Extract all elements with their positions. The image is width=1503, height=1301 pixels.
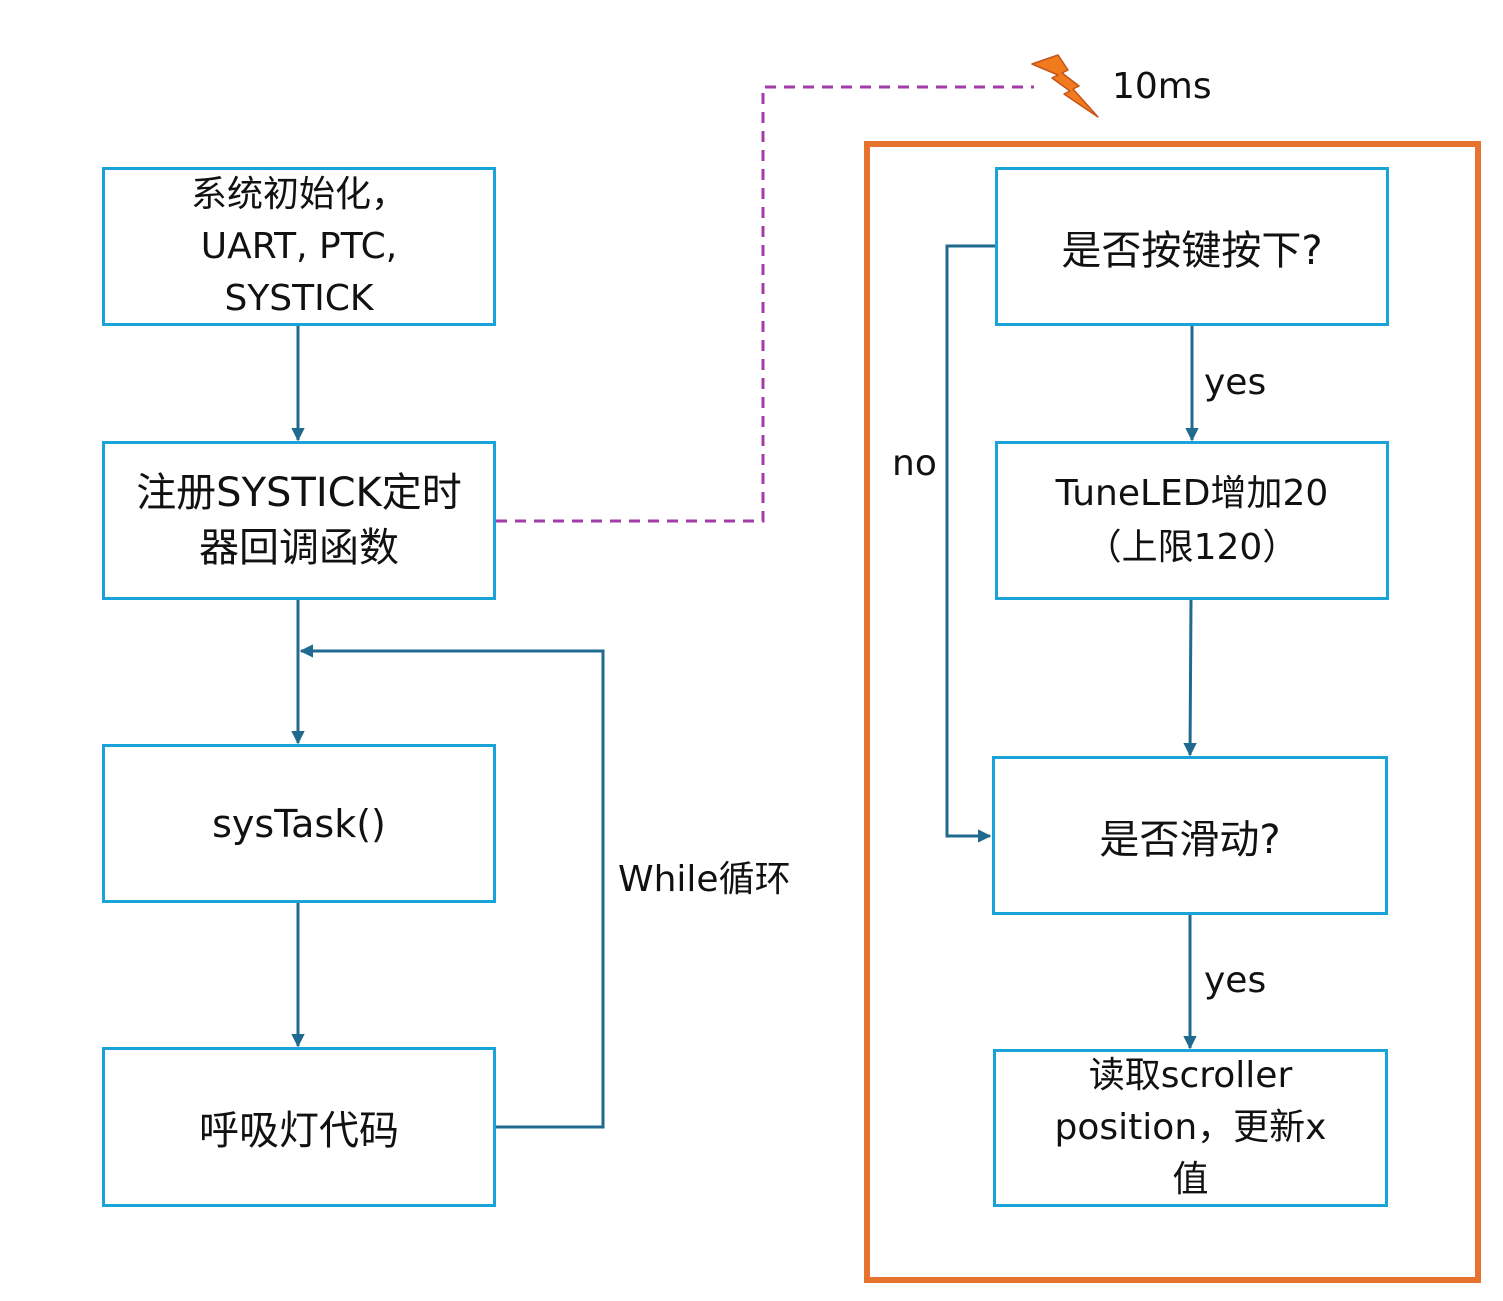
systick-callback-frame bbox=[864, 141, 1481, 1283]
init-box: 系统初始化， UART, PTC, SYSTICK bbox=[102, 167, 496, 326]
register-callback-box: 注册SYSTICK定时 器回调函数 bbox=[102, 441, 496, 600]
timer-dashed-link bbox=[496, 85, 1034, 523]
slide-decision-box: 是否滑动? bbox=[992, 756, 1388, 915]
timer-period-label: 10ms bbox=[1112, 66, 1212, 107]
tune-led-box: TuneLED增加20 （上限120） bbox=[995, 441, 1389, 600]
yes-label-slide: yes bbox=[1204, 960, 1267, 1001]
arrow-tune-to-slide bbox=[1183, 599, 1197, 757]
no-label: no bbox=[892, 443, 937, 484]
key-pressed-decision-box: 是否按键按下? bbox=[995, 167, 1389, 326]
systask-box: sysTask() bbox=[102, 744, 496, 903]
arrow-no-branch bbox=[945, 244, 995, 843]
read-scroller-box: 读取scroller position，更新x 值 bbox=[993, 1049, 1388, 1207]
while-loop-label: While循环 bbox=[618, 859, 791, 900]
breathing-light-box: 呼吸灯代码 bbox=[102, 1047, 496, 1207]
while-loop-return-arrow bbox=[299, 644, 605, 1129]
yes-label-key: yes bbox=[1204, 362, 1267, 403]
lightning-icon bbox=[1031, 54, 1099, 118]
